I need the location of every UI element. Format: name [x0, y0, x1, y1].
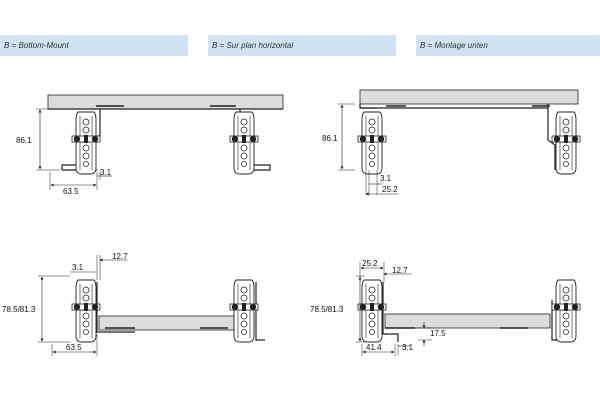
panel-bottom-right [384, 313, 551, 329]
drawing-top-left [36, 94, 284, 190]
dim-bl-top: 12.7 [112, 252, 128, 261]
label-sur-plan-horizontal: B = Sur plan horizontal [208, 35, 396, 56]
dim-tr-offset: 3.1 [380, 174, 392, 183]
drawing-bottom-right [356, 262, 581, 356]
label-bottom-mount: B = Bottom-Mount [0, 35, 188, 56]
dim-br-height: 78.5/81.3 [310, 305, 344, 314]
dim-br-right: 17.5 [430, 329, 446, 338]
dim-br-width: 41.4 [366, 343, 382, 352]
dim-tr-height: 86.1 [322, 134, 338, 143]
dim-br-top-b: 12.7 [392, 266, 408, 275]
dim-br-offset: 3.1 [402, 343, 414, 352]
dim-bl-height: 78.5/81.3 [2, 305, 36, 314]
drawing-bottom-left [38, 255, 265, 356]
drawing-top-right [338, 89, 581, 196]
dim-bl-width: 63.5 [66, 343, 82, 352]
dim-br-top-a: 25.2 [362, 259, 378, 268]
dim-tl-width: 63.5 [63, 187, 79, 196]
dim-tr-width: 25.2 [382, 185, 398, 194]
dim-bl-offset: 3.1 [72, 263, 84, 272]
label-montage-unten: B = Montage unten [416, 35, 600, 56]
dim-tl-offset: 3.1 [100, 168, 112, 177]
dim-tl-height: 86.1 [16, 136, 32, 145]
panel-top-left [47, 94, 284, 110]
panel-top-right [359, 89, 579, 105]
